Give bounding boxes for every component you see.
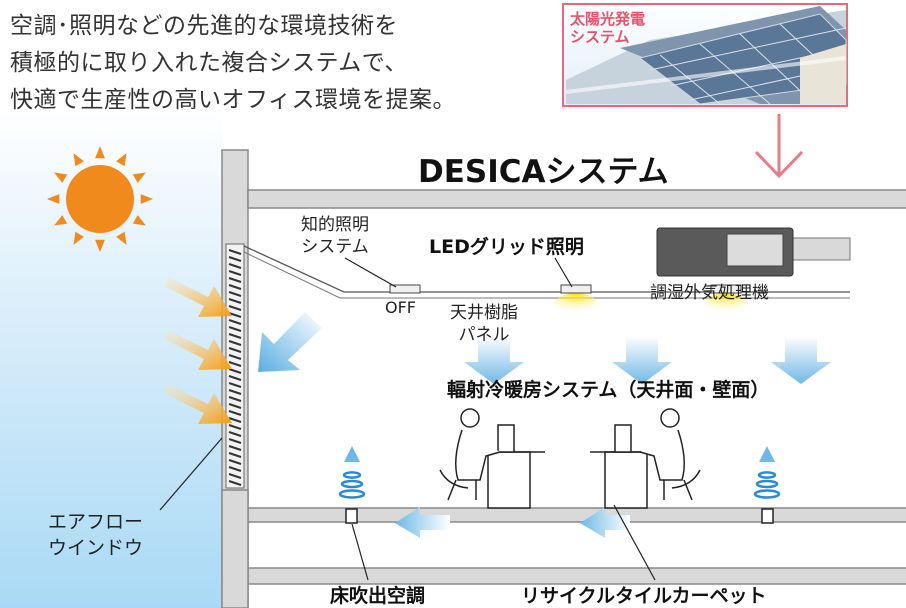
blind-slat <box>228 438 242 444</box>
blind-slat <box>228 284 242 290</box>
cool-air-diagonal-arrow <box>258 312 322 372</box>
sun-ray <box>73 153 84 167</box>
solar-panel-label-line-2: システム <box>570 28 630 46</box>
airflow-window-label-line-1: エアフロー <box>48 511 144 533</box>
sun-ray <box>95 146 105 159</box>
intro-line-3: 快適で生産性の高いオフィス環境を提案。 <box>10 87 457 113</box>
blind-slat <box>228 361 242 367</box>
resin-panel-label: 天井樹脂 パネル <box>450 302 518 346</box>
blind-slat <box>228 249 242 255</box>
solar-panel-inset <box>562 3 848 107</box>
carpet-label: リサイクルタイルカーペット <box>521 585 767 607</box>
intro-line-2: 積極的に取り入れた複合システムで、 <box>10 50 408 76</box>
blind-slat <box>228 312 242 318</box>
heat-arrows <box>164 277 232 424</box>
sun-icon <box>47 146 153 252</box>
blind-slat <box>228 270 242 276</box>
airflow-window-label-line-2: ウインドウ <box>48 537 144 559</box>
sun-ray <box>132 172 146 183</box>
system-title: DESICAシステム <box>418 154 669 190</box>
blind-slat <box>228 340 242 346</box>
blind-slat <box>228 277 242 283</box>
blind-slat <box>228 298 242 304</box>
office-worker-left <box>439 408 545 509</box>
resin-panel-label-line-2: パネル <box>458 325 510 345</box>
blind-slat <box>228 333 242 339</box>
blind-slat <box>228 375 242 381</box>
floor-ac-label: 床吹出空調 <box>330 585 426 607</box>
blind-slat <box>228 263 242 269</box>
blind-slat <box>228 347 242 353</box>
radiant-system-label: 輻射冷暖房システム（天井面・壁面） <box>447 379 770 401</box>
lighting-system-label-line-2: システム <box>301 237 369 257</box>
solar-panel-label-line-1: 太陽光発電 <box>570 10 646 28</box>
lighting-system-label: 知的照明 システム <box>301 214 369 258</box>
led-grid-label: LEDグリッド照明 <box>429 236 584 258</box>
blind-slat <box>228 417 242 423</box>
blind-slat <box>228 445 242 451</box>
sun-ray <box>73 231 84 245</box>
sun-ray <box>140 194 153 204</box>
blind-slat <box>228 403 242 409</box>
blind-slat <box>228 473 242 479</box>
floor-swirl-icon-left <box>338 446 366 499</box>
sun-ray <box>54 215 68 226</box>
blind-slat <box>228 354 242 360</box>
blind-slat <box>228 466 242 472</box>
blind-slat <box>228 319 242 325</box>
airflow-window-label: エアフロー ウインドウ <box>48 509 143 561</box>
blind-slat <box>228 410 242 416</box>
blind-slat <box>228 305 242 311</box>
blind-slat <box>228 368 242 374</box>
radiant-arrows <box>464 336 831 384</box>
blind-slat <box>228 382 242 388</box>
underfloor-airflow-arrows <box>395 507 630 538</box>
blind-slat <box>228 291 242 297</box>
floor-swirl-icon-right <box>753 446 781 499</box>
blind-slat <box>228 480 242 486</box>
solar-panel-label: 太陽光発電 システム <box>570 10 645 46</box>
sun-ray <box>95 239 105 252</box>
off-label: OFF <box>385 298 416 317</box>
sun-ray <box>47 194 60 204</box>
air-handler-label: 調湿外気処理機 <box>650 283 769 303</box>
blind-slat <box>228 256 242 262</box>
blind-slat <box>228 431 242 437</box>
blind-slat <box>228 424 242 430</box>
sun-ray <box>54 172 68 183</box>
blind-slat <box>228 452 242 458</box>
blind-slat <box>228 389 242 395</box>
down-arrow-icon <box>754 114 804 179</box>
sun-ray <box>116 231 127 245</box>
building-structure <box>221 149 906 608</box>
blind-slat <box>228 396 242 402</box>
blind-slat <box>228 459 242 465</box>
blind-slat <box>228 326 242 332</box>
intro-line-1: 空調･照明などの先進的な環境技術を <box>10 13 398 39</box>
sun-ray <box>132 215 146 226</box>
lighting-system-label-line-1: 知的照明 <box>301 215 369 235</box>
resin-panel-label-line-1: 天井樹脂 <box>450 303 518 323</box>
office-worker-right <box>590 408 701 509</box>
sun-ray <box>116 153 127 167</box>
